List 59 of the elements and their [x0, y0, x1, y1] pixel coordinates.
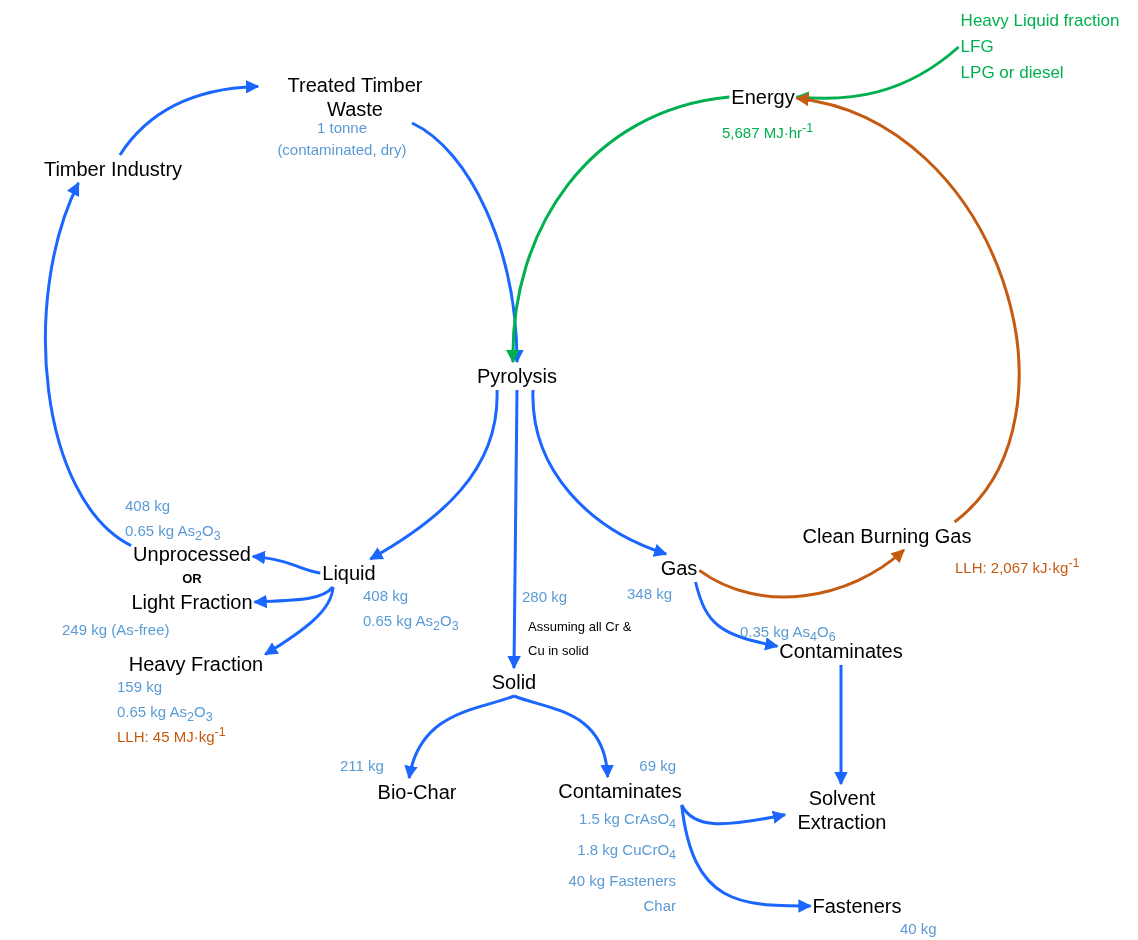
process-label: Unprocessed — [133, 542, 251, 566]
arrow — [680, 804, 787, 826]
process-label: Gas — [660, 556, 698, 580]
arrow — [513, 694, 613, 779]
quantity-label: 1 tonne — [316, 118, 367, 138]
arrow — [795, 94, 1021, 524]
process-label: Energy — [731, 85, 795, 109]
quantity-label: 0.65 kg As$_{2}$O$_{3}$ — [363, 611, 459, 635]
quantity-label: 40 kg — [900, 920, 937, 938]
arrow — [369, 389, 499, 561]
energy-source-label: LPG or diesel — [960, 62, 1065, 84]
quantity-label: 211 kg — [340, 756, 384, 776]
process-label: Liquid — [322, 561, 376, 585]
quantity-label: 249 kg (As-free) — [62, 620, 170, 640]
energy-source-label: Heavy Liquid fraction — [960, 10, 1120, 32]
arrow — [507, 390, 521, 670]
arrow — [44, 181, 132, 547]
quantity-label: 0.65 kg As$_{2}$O$_{3}$ — [117, 702, 213, 726]
quantity-label: 159 kg — [117, 677, 163, 697]
heating-value-label: LLH: 2,067 kJ·kg$^{-1}$ — [955, 556, 1080, 576]
quantity-label: 408 kg — [363, 586, 409, 606]
arrow — [405, 694, 515, 780]
arrow — [251, 551, 321, 575]
quantity-label: Char — [643, 896, 676, 916]
process-label: Fasteners — [812, 894, 902, 918]
quantity-label: (contaminated, dry) — [277, 140, 407, 160]
quantity-label: 280 kg — [522, 588, 568, 605]
arrow — [118, 80, 260, 156]
process-label: Pyrolysis — [477, 364, 557, 388]
process-label: Solid — [491, 670, 537, 694]
quantity-label: 408 kg — [125, 496, 171, 516]
arrow — [253, 585, 335, 609]
connector-word: OR — [182, 570, 202, 586]
process-label: Treated Timber Waste — [286, 73, 424, 121]
process-label: Timber Industry — [43, 157, 183, 181]
quantity-label: 1.5 kg CrAsO$_{4}$ — [579, 809, 676, 833]
arrow — [680, 804, 812, 913]
quantity-label: 69 kg — [639, 756, 676, 776]
process-label: Light Fraction — [131, 590, 253, 614]
arrow — [506, 95, 730, 364]
note-text: Assuming all Cr & Cu in solid — [528, 618, 632, 661]
arrow — [834, 665, 848, 786]
quantity-label: 348 kg — [627, 584, 673, 604]
process-label: Contaminates — [558, 779, 682, 803]
quantity-label: 1.8 kg CuCrO$_{4}$ — [577, 840, 676, 864]
arrow — [698, 548, 905, 599]
arrow — [531, 389, 668, 557]
process-label: Solvent Extraction — [796, 786, 888, 834]
process-label: Bio-Char — [377, 780, 457, 804]
process-label: Heavy Fraction — [128, 652, 264, 676]
quantity-label: 5,687 MJ·hr$^{-1}$ — [722, 120, 814, 143]
arrow — [411, 121, 524, 364]
heating-value-label: LLH: 45 MJ·kg$^{-1}$ — [117, 725, 226, 745]
arrow — [694, 581, 779, 651]
process-label: Clean Burning Gas — [802, 524, 972, 548]
arrow — [264, 586, 335, 656]
quantity-label: 40 kg Fasteners — [568, 871, 676, 891]
quantity-label: 0.65 kg As$_{2}$O$_{3}$ — [125, 521, 221, 545]
energy-source-label: LFG — [960, 36, 995, 58]
